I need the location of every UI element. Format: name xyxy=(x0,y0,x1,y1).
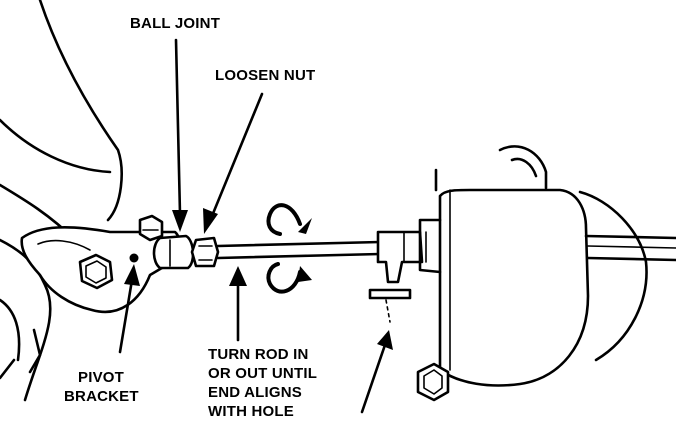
output-shaft xyxy=(584,234,676,262)
label-ball-joint: BALL JOINT xyxy=(130,15,221,32)
label-pivot-bracket: PIVOT BRACKET xyxy=(64,369,139,405)
arrow-icon xyxy=(118,38,393,414)
rod-end xyxy=(376,230,424,284)
lock-nut xyxy=(190,236,220,268)
threaded-rod xyxy=(216,240,382,260)
actuator-housing xyxy=(418,145,648,387)
mounting-nut xyxy=(416,362,450,402)
frame-outline xyxy=(0,0,123,402)
label-turn-rod-instruction: TURN ROD IN OR OUT UNTIL END ALIGNS WITH… xyxy=(208,346,318,420)
label-loosen-nut: LOOSEN NUT xyxy=(215,67,316,84)
ball-joint xyxy=(152,234,195,270)
rotation-arrows-icon xyxy=(266,203,312,294)
pivot-bracket xyxy=(20,214,182,314)
alignment-hole xyxy=(368,288,412,323)
